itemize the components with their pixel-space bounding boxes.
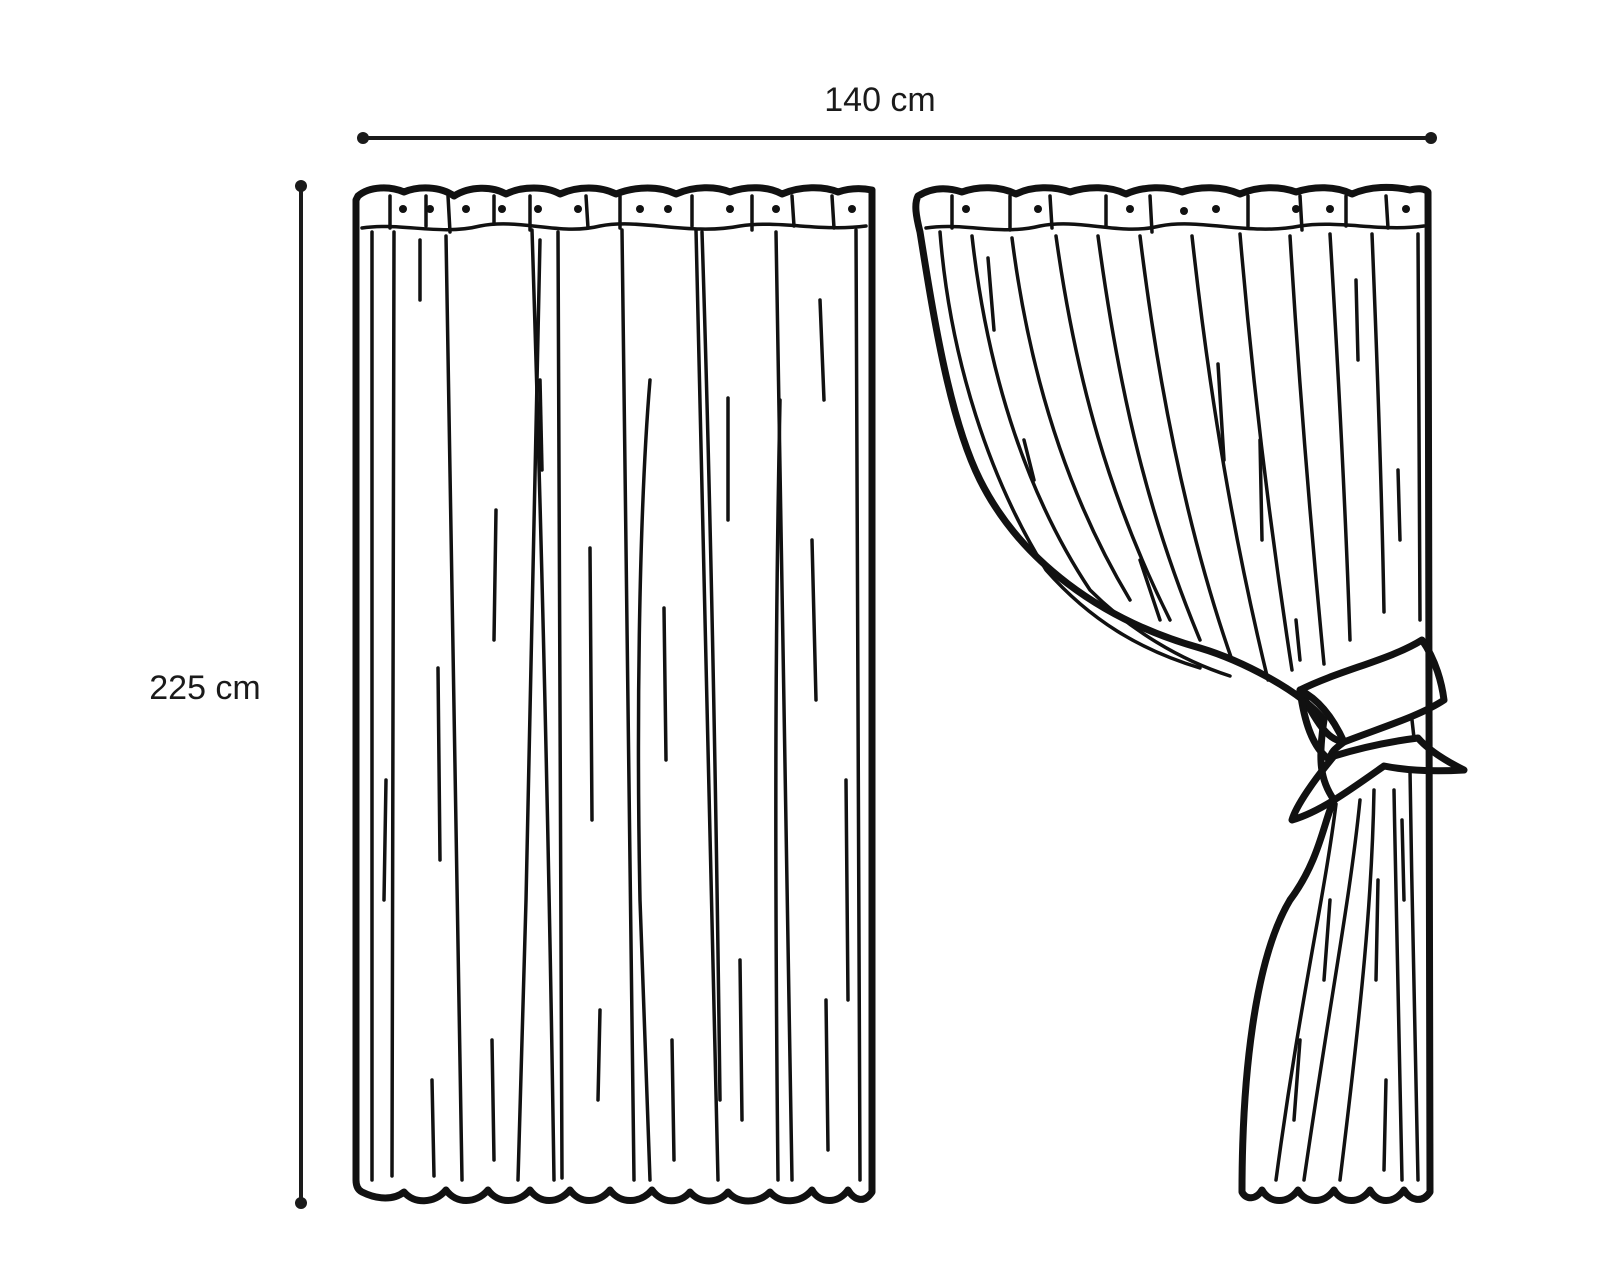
- right-curtain-upper-folds: [938, 230, 1422, 682]
- left-curtain-texture: [382, 238, 850, 1178]
- grommet-hole: [1180, 207, 1188, 215]
- grommet-hole: [534, 205, 542, 213]
- left-curtain-grommets: [399, 205, 856, 213]
- grommet-hole: [848, 205, 856, 213]
- grommet-hole: [962, 205, 970, 213]
- grommet-hole: [1326, 205, 1334, 213]
- grommet-hole: [462, 205, 470, 213]
- grommet-hole: [1212, 205, 1220, 213]
- height-start-dot: [295, 180, 307, 192]
- grommet-hole: [636, 205, 644, 213]
- grommet-hole: [726, 205, 734, 213]
- right-curtain-tieback: [1288, 636, 1468, 824]
- grommet-hole: [498, 205, 506, 213]
- right-curtain-heading-line: [924, 222, 1426, 232]
- height-label: 225 cm: [149, 669, 261, 707]
- width-label: 140 cm: [824, 81, 936, 119]
- right-curtain-grommets: [962, 205, 1410, 215]
- height-end-dot: [295, 1197, 307, 1209]
- grommet-hole: [664, 205, 672, 213]
- grommet-hole: [574, 205, 582, 213]
- left-curtain-outline: [352, 184, 876, 1205]
- left-curtain-heading-tabs: [388, 194, 836, 234]
- right-curtain-lower-texture: [1292, 818, 1406, 1172]
- grommet-hole: [1034, 205, 1042, 213]
- grommet-hole: [426, 205, 434, 213]
- tieback-band: [1296, 636, 1448, 746]
- left-curtain-folds: [368, 228, 862, 1182]
- left-curtain-panel: [352, 184, 876, 1205]
- tieback-loop: [1296, 686, 1348, 764]
- right-curtain-upper-texture: [986, 256, 1402, 662]
- height-dimension: 225 cm: [149, 180, 307, 1209]
- grommet-hole: [399, 205, 407, 213]
- right-curtain-outline: [912, 183, 1434, 1204]
- grommet-hole: [772, 205, 780, 213]
- right-curtain-lower-folds: [1274, 768, 1420, 1182]
- grommet-hole: [1292, 205, 1300, 213]
- grommet-hole: [1402, 205, 1410, 213]
- grommet-hole: [1126, 205, 1134, 213]
- right-curtain-panel: [912, 183, 1468, 1204]
- width-start-dot: [357, 132, 369, 144]
- width-dimension: 140 cm: [357, 81, 1437, 144]
- width-end-dot: [1425, 132, 1437, 144]
- left-curtain-heading-line: [360, 222, 868, 232]
- right-curtain-heading-tabs: [950, 194, 1390, 234]
